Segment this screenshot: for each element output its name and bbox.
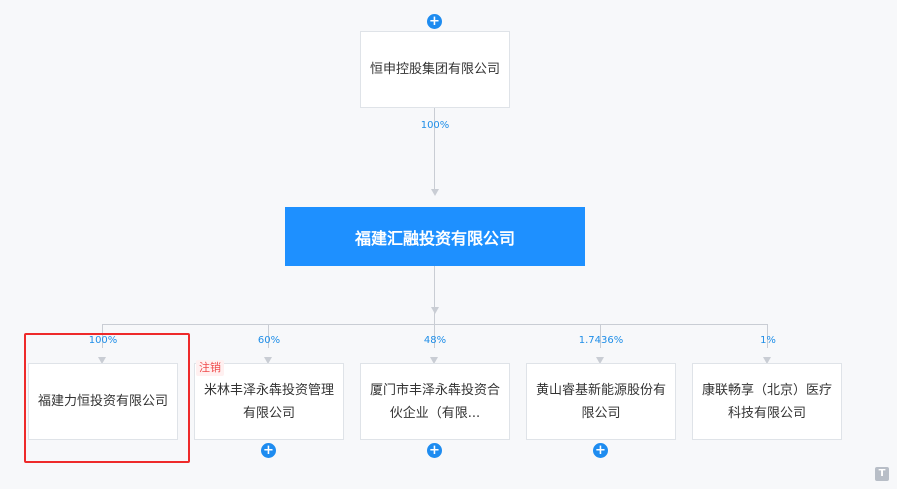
child-company-node-4[interactable]: 黄山睿基新能源股份有限公司: [526, 363, 676, 440]
expand-child-button-3[interactable]: +: [427, 443, 442, 458]
main-company-name: 福建汇融投资有限公司: [354, 228, 515, 248]
child-company-name: 米林丰泽永犇投资管理有限公司: [203, 382, 334, 421]
parent-share: 100%: [420, 120, 450, 131]
arrow-child-4: [596, 357, 604, 364]
child-company-name: 厦门市丰泽永犇投资合伙企业（有限...: [369, 382, 500, 421]
status-badge: 注销: [196, 360, 224, 376]
child-company-name: 福建力恒投资有限公司: [37, 394, 168, 409]
expand-child-button-4[interactable]: +: [593, 443, 608, 458]
highlight-box: [24, 333, 190, 463]
arrow-child-2: [264, 357, 272, 364]
arrow-child-3: [430, 357, 438, 364]
arrow-child-1: [98, 357, 106, 364]
child-company-node-2[interactable]: 米林丰泽永犇投资管理有限公司: [194, 363, 344, 440]
expand-parent-button[interactable]: +: [427, 14, 442, 29]
parent-company-node[interactable]: 恒申控股集团有限公司: [360, 31, 510, 108]
corner-logo: T: [875, 467, 889, 481]
child-share-4: 1.7436%: [578, 335, 624, 346]
child-share-3: 48%: [423, 335, 447, 346]
child-company-node-5[interactable]: 康联畅享（北京）医疗科技有限公司: [692, 363, 842, 440]
child-company-node-1[interactable]: 福建力恒投资有限公司: [28, 363, 178, 440]
child-share-2: 60%: [257, 335, 281, 346]
connector-child-4: [600, 324, 601, 348]
child-company-node-3[interactable]: 厦门市丰泽永犇投资合伙企业（有限...: [360, 363, 510, 440]
arrow-child-5: [763, 357, 771, 364]
expand-child-button-2[interactable]: +: [261, 443, 276, 458]
child-share-5: 1%: [760, 335, 776, 346]
main-company-node[interactable]: 福建汇融投资有限公司: [285, 207, 585, 266]
connector-child-5: [767, 324, 768, 348]
connector-child-2: [268, 324, 269, 348]
parent-company-name: 恒申控股集团有限公司: [369, 62, 500, 77]
child-company-name: 康联畅享（北京）医疗科技有限公司: [701, 382, 832, 421]
connector-parent: [434, 108, 435, 190]
connector-child-3: [434, 324, 435, 348]
connector-child-1: [102, 324, 103, 348]
arrow-down: [431, 307, 439, 314]
child-share-1: 100%: [88, 335, 118, 346]
arrow-main: [431, 189, 439, 196]
logo-icon: T: [875, 467, 889, 481]
connector-main: [434, 266, 435, 324]
child-company-name: 黄山睿基新能源股份有限公司: [535, 382, 666, 421]
